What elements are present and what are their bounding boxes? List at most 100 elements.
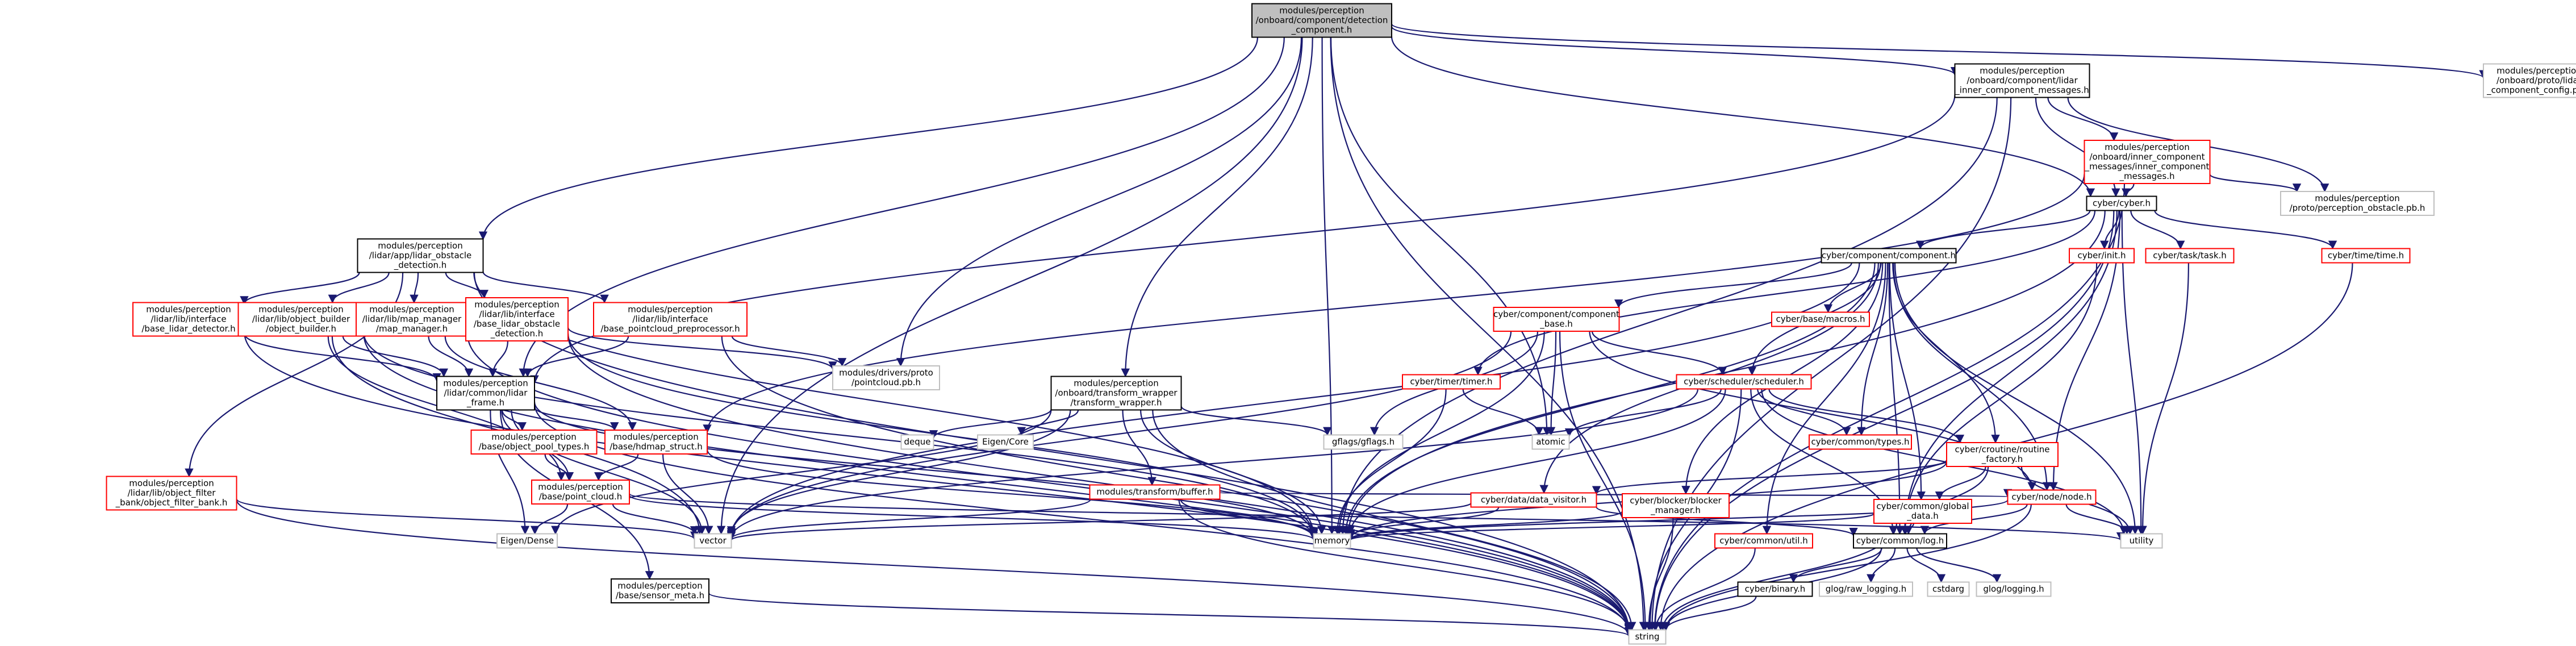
node-cyber-component[interactable]: cyber/component/component.h — [1821, 248, 1957, 264]
node-label-line: cyber/common/types.h — [1811, 437, 1909, 447]
node-time[interactable]: cyber/time/time.h — [2321, 248, 2411, 264]
node-label-line: cyber/blocker/blocker — [1630, 495, 1722, 506]
node-task[interactable]: cyber/task/task.h — [2145, 248, 2235, 264]
node-label-line: /onboard/component/lidar — [1967, 76, 2078, 86]
edge-buffer-to-string — [1178, 499, 1634, 632]
node-blocker-manager[interactable]: cyber/blocker/blocker_manager.h — [1622, 493, 1730, 518]
node-box — [900, 434, 934, 450]
node-data-visitor[interactable]: cyber/data/data_visitor.h — [1470, 492, 1597, 508]
node-vector[interactable]: vector — [694, 533, 732, 549]
node-point-cloud[interactable]: modules/perception/base/point_cloud.h — [531, 480, 630, 505]
node-box — [436, 376, 535, 411]
edge-inner-msgs-to-hdmap-struct — [703, 173, 2085, 434]
node-obstacle-pb[interactable]: modules/perception/proto/perception_obst… — [2280, 191, 2435, 216]
node-cyber-h[interactable]: cyber/cyber.h — [2086, 195, 2157, 211]
edge-point-cloud-to-memory — [628, 494, 1318, 541]
node-label-line: _frame.h — [466, 398, 504, 409]
edge-scheduler-to-log — [1750, 389, 1898, 535]
edge-transform-wrapper-to-eigen-core — [1017, 410, 1079, 436]
node-map-manager[interactable]: modules/perception/lidar/lib/map_manager… — [356, 302, 468, 337]
node-log[interactable]: cyber/common/log.h — [1853, 533, 1947, 549]
node-label-line: /base_pointcloud_preprocessor.h — [600, 324, 740, 335]
node-box — [356, 302, 468, 337]
node-macros[interactable]: cyber/base/macros.h — [1771, 311, 1870, 327]
node-lidar-cfg-pb[interactable]: modules/perception/onboard/proto/lidar_c… — [2483, 63, 2576, 98]
node-lidar-obstacle-det[interactable]: modules/perception/lidar/app/lidar_obsta… — [357, 238, 484, 273]
node-atomic[interactable]: atomic — [1531, 434, 1570, 450]
node-object-pool-types[interactable]: modules/perception/base/object_pool_type… — [470, 430, 598, 455]
node-eigen-dense[interactable]: Eigen/Dense — [496, 533, 558, 549]
node-component-base[interactable]: cyber/component/component_base.h — [1493, 307, 1620, 332]
node-global-data[interactable]: cyber/common/global_data.h — [1873, 499, 1972, 524]
edge-base-lidar-obs-det-to-pointcloud-pb — [567, 327, 837, 370]
node-box — [604, 430, 708, 455]
node-scheduler[interactable]: cyber/scheduler/scheduler.h — [1676, 374, 1812, 390]
edge-transform-wrapper-to-string — [1152, 410, 1636, 631]
edge-scheduler-to-common-types — [1757, 389, 1851, 436]
node-glog-logging[interactable]: glog/logging.h — [1976, 581, 2052, 597]
node-box — [694, 533, 732, 549]
node-box — [1050, 376, 1182, 411]
edge-point-cloud-to-eigen-dense — [530, 503, 569, 535]
node-label-line: /lidar/lib/map_manager — [362, 314, 462, 325]
node-pointcloud-pb[interactable]: modules/drivers/proto/pointcloud.pb.h — [832, 365, 940, 390]
node-raw-logging[interactable]: glog/raw_logging.h — [1819, 581, 1913, 597]
node-label-line: cyber/init.h — [2077, 251, 2126, 261]
node-box — [465, 297, 569, 341]
node-hdmap-struct[interactable]: modules/perception/base/hdmap_struct.h — [604, 430, 708, 455]
edge-cyber-h-to-string — [1651, 210, 2115, 631]
edge-base-pc-preproc-to-string — [721, 336, 1634, 632]
node-lidar-frame[interactable]: modules/perception/lidar/common/lidar_fr… — [436, 376, 535, 411]
node-timer[interactable]: cyber/timer/timer.h — [1402, 374, 1501, 390]
node-label-line: modules/perception — [369, 305, 454, 315]
node-label-line: /onboard/transform_wrapper — [1055, 388, 1178, 399]
node-binary[interactable]: cyber/binary.h — [1737, 581, 1813, 597]
node-routine-factory[interactable]: cyber/croutine/routine_factory.h — [1946, 442, 2059, 467]
edge-map-manager-to-lidar-frame — [428, 336, 474, 378]
node-cstdarg[interactable]: cstdarg — [1927, 581, 1970, 597]
node-label-line: /onboard/component/detection — [1256, 15, 1388, 26]
node-common-types[interactable]: cyber/common/types.h — [1809, 434, 1912, 450]
node-utility[interactable]: utility — [2120, 533, 2163, 549]
node-lidar-inner[interactable]: modules/perception/onboard/component/lid… — [1954, 63, 2090, 98]
node-buffer[interactable]: modules/transform/buffer.h — [1089, 484, 1221, 500]
node-label-line: memory — [1314, 536, 1350, 546]
node-base-lidar-obs-det[interactable]: modules/perception/lidar/lib/interface/b… — [465, 297, 569, 341]
node-label-line: cyber/common/global — [1876, 501, 1969, 511]
edge-cyber-component-to-global-data — [1889, 262, 1926, 501]
node-label-line: _base.h — [1539, 319, 1573, 330]
node-label-line: cyber/timer/timer.h — [1410, 377, 1492, 387]
node-box — [611, 578, 709, 603]
node-object-filter-bank[interactable]: modules/perception/lidar/lib/object_filt… — [106, 476, 237, 511]
node-deque[interactable]: deque — [900, 434, 934, 450]
node-box — [1313, 533, 1351, 549]
node-memory[interactable]: memory — [1313, 533, 1351, 549]
node-transform-wrapper[interactable]: modules/perception/onboard/transform_wra… — [1050, 376, 1182, 411]
node-box — [2321, 248, 2411, 264]
node-base-pc-preproc[interactable]: modules/perception/lidar/lib/interface/b… — [593, 302, 748, 337]
node-inner-msgs[interactable]: modules/perception/onboard/inner_compone… — [2084, 140, 2211, 184]
node-node[interactable]: cyber/node/node.h — [2007, 489, 2097, 505]
edge-node-to-string — [1661, 504, 2032, 632]
edge-transform-wrapper-to-gflags — [1180, 406, 1332, 436]
node-sensor-meta[interactable]: modules/perception/base/sensor_meta.h — [611, 578, 709, 603]
node-object-builder[interactable]: modules/perception/lidar/lib/object_buil… — [237, 302, 365, 337]
node-label-line: _messages/inner_component — [2085, 161, 2210, 172]
node-gflags[interactable]: gflags/gflags.h — [1323, 434, 1404, 450]
node-eigen-core[interactable]: Eigen/Core — [977, 434, 1034, 450]
edge-cyber-component-to-macros — [1823, 262, 1882, 314]
node-string[interactable]: string — [1628, 629, 1667, 645]
edge-object-filter-bank-to-string — [236, 499, 1633, 636]
edge-scheduler-to-utility — [1761, 389, 2128, 535]
node-root[interactable]: modules/perception/onboard/component/det… — [1251, 3, 1392, 38]
node-base-lidar-detector[interactable]: modules/perception/lidar/lib/interface/b… — [132, 302, 245, 337]
edge-log-to-glog-logging — [1916, 548, 2002, 584]
edge-util-to-string — [1651, 548, 1756, 631]
edge-base-lidar-obs-det-to-string — [567, 334, 1634, 633]
edge-hdmap-struct-to-point-cloud — [594, 453, 639, 481]
node-init[interactable]: cyber/init.h — [2069, 248, 2135, 264]
node-util[interactable]: cyber/common/util.h — [1714, 533, 1813, 549]
node-label-line: cstdarg — [1932, 584, 1964, 594]
node-box — [1946, 442, 2059, 467]
